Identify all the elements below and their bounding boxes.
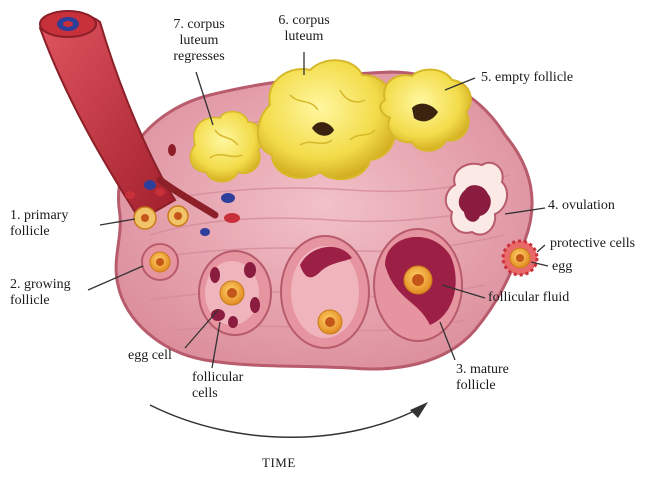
label-mature-follicle: 3. mature follicle (456, 362, 509, 394)
label-egg: egg (552, 259, 572, 275)
label-growing-follicle: 2. growing follicle (10, 277, 71, 309)
label-follicular-fluid: follicular fluid (488, 290, 569, 306)
label-egg-cell: egg cell (128, 348, 172, 364)
label-empty-follicle: 5. empty follicle (481, 70, 573, 86)
blood-vessel (40, 14, 175, 220)
label-corpus-luteum: 6. corpus luteum (268, 13, 340, 45)
growing-follicle (142, 244, 178, 280)
mature-follicle (374, 229, 462, 341)
label-corpus-luteum-regresses: 7. corpus luteum regresses (158, 17, 240, 65)
time-label: TIME (262, 455, 296, 471)
released-egg (503, 241, 537, 275)
label-ovulation: 4. ovulation (548, 198, 615, 214)
label-protective-cells: protective cells (550, 236, 635, 252)
follicle-with-follicular-cells (199, 251, 271, 335)
time-arrow (150, 405, 420, 437)
antral-follicle (281, 236, 369, 348)
label-follicular-cells: follicular cells (192, 370, 243, 402)
regressing-corpus-luteum (190, 112, 263, 182)
time-arrowhead (410, 402, 428, 418)
label-primary-follicle: 1. primary follicle (10, 208, 68, 240)
